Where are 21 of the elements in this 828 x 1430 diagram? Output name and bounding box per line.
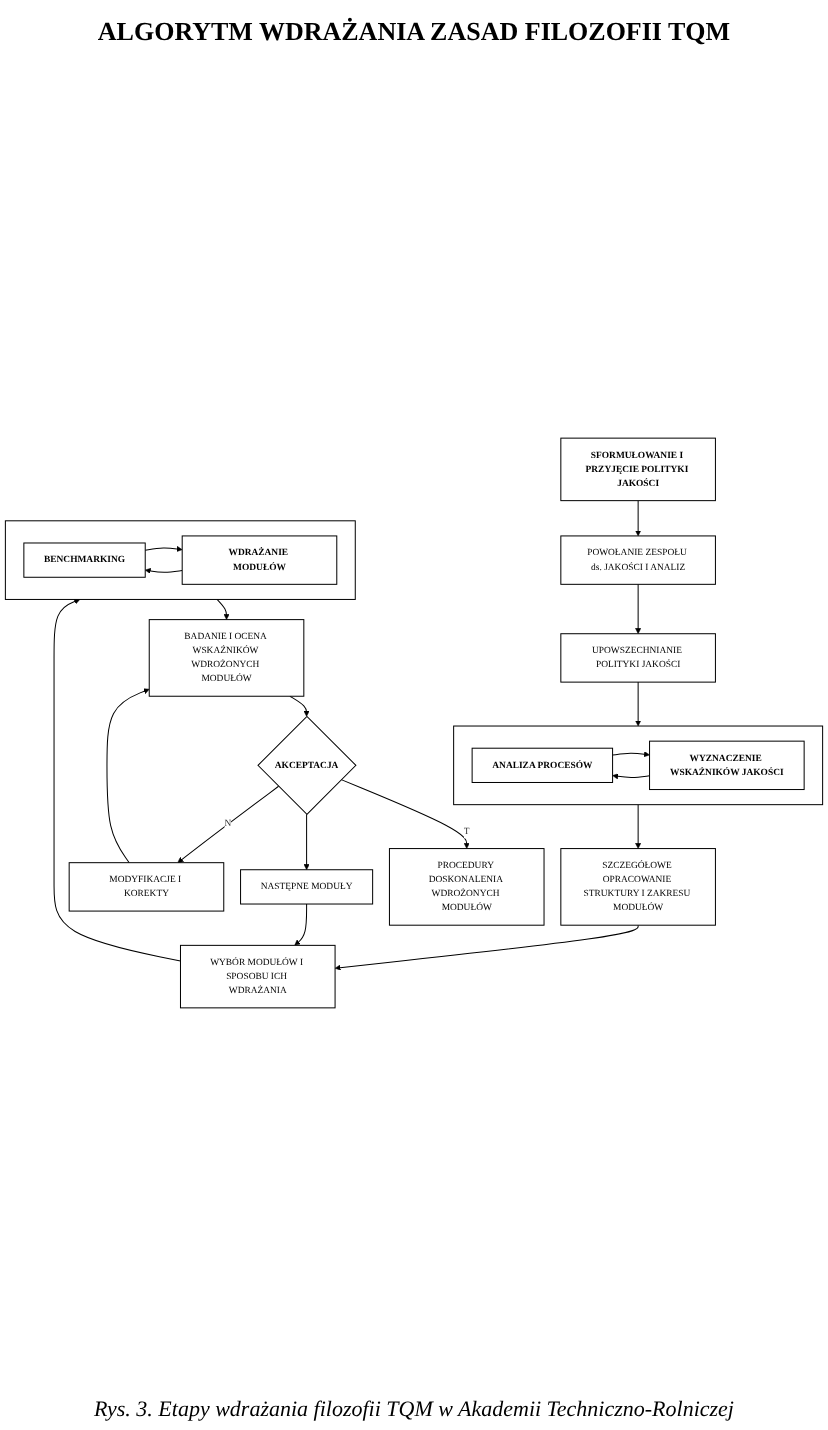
arrow — [294, 903, 308, 946]
arrow — [612, 773, 651, 780]
arrow — [612, 751, 650, 758]
cluster — [453, 725, 824, 806]
arrow — [177, 785, 280, 863]
arrow — [635, 681, 642, 727]
arrow — [144, 568, 183, 574]
arrow — [106, 688, 150, 864]
arrow — [340, 779, 470, 849]
arrow — [334, 924, 639, 971]
arrow — [216, 598, 230, 620]
arrow — [144, 546, 183, 552]
arrow — [303, 813, 310, 870]
cluster — [4, 520, 356, 600]
figure-caption: Rys. 3. Etapy wdrażania filozofii TQM w Akademii Techniczno-Rolniczej — [93, 1398, 734, 1422]
diagram-title: ALGORYTM WDRAŻANIA ZASAD FILOZOFII TQM — [97, 16, 731, 48]
arrow — [53, 598, 181, 962]
arrow — [635, 804, 642, 849]
arrow — [635, 583, 642, 634]
arrow — [289, 695, 310, 717]
arrow — [635, 500, 642, 537]
